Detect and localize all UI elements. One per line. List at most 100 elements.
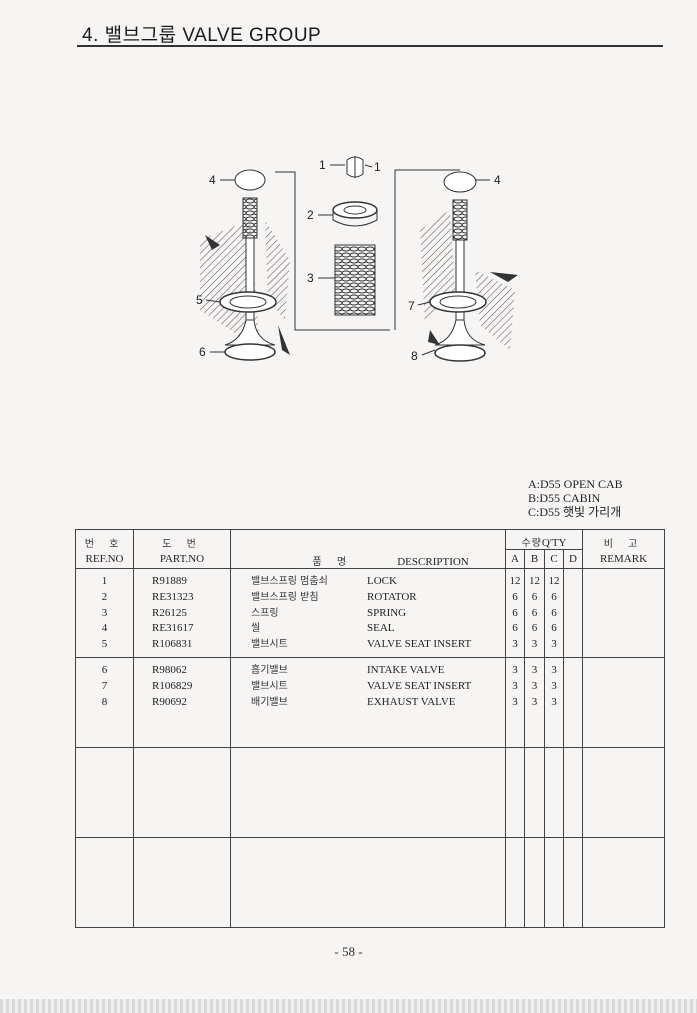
table-row: 흡기밸브 INTAKE VALVE: [231, 663, 505, 679]
header-qty-en: Q'TY: [541, 537, 567, 549]
cell-part: R91889: [152, 575, 187, 587]
cell-ref: 5: [101, 638, 108, 651]
cell-ref: 3: [101, 606, 108, 619]
cell-b: 12: [529, 575, 540, 587]
intake-valve-assembly: [200, 169, 290, 361]
cell-description: VALVE SEAT INSERT: [367, 679, 472, 692]
cell-a: 3: [512, 695, 518, 708]
header-qty-ko: 수량: [521, 538, 542, 549]
callout-2: 2: [307, 208, 314, 222]
cell-description: ROTATOR: [367, 590, 417, 603]
header-ref-ko: 번 호: [75, 529, 134, 550]
header-name-ko: 품 명: [312, 557, 353, 568]
cell-c: 3: [551, 664, 557, 676]
table-row: [583, 574, 664, 590]
cell-part: RE31323: [152, 590, 194, 603]
cell-part: R26125: [152, 606, 187, 619]
cell-b: 6: [531, 622, 538, 635]
callout-3: 3: [307, 271, 314, 285]
cell-part: R98062: [152, 664, 187, 676]
cell-d: [564, 679, 582, 695]
header-qty-b: B: [524, 549, 545, 569]
cell-ref: 4: [101, 622, 108, 635]
table-row: [583, 621, 664, 637]
cell-description: LOCK: [367, 575, 397, 587]
cell-description: INTAKE VALVE: [367, 664, 445, 676]
cell-c: 3: [551, 679, 557, 692]
table-row: 스프링 SPRING: [231, 606, 505, 622]
cell-name-ko: 밸브시트: [251, 639, 288, 651]
cell-name-ko: 흡기밸브: [251, 665, 288, 676]
page-title: 4. 밸브그룹 VALVE GROUP: [82, 25, 322, 46]
cell-d: [564, 637, 582, 653]
title-rule: [77, 45, 663, 47]
cell-ref: 2: [101, 590, 108, 603]
cell-c: 3: [551, 638, 557, 651]
table-row: [583, 663, 664, 679]
cell-name-ko: 배기밸브: [251, 696, 288, 708]
cell-a: 3: [512, 638, 518, 651]
table-row: [583, 590, 664, 606]
callout-leaders: [205, 164, 490, 356]
cell-ref: 1: [101, 575, 108, 587]
callout-4-left: 4: [209, 173, 216, 187]
cell-d: [564, 695, 582, 711]
cell-c: 6: [551, 622, 557, 635]
cell-a: 3: [512, 664, 518, 676]
header-part-en: PART.NO: [133, 549, 231, 569]
cell-description: SPRING: [367, 606, 407, 619]
cell-part: R90692: [152, 695, 187, 708]
header-ref-en: REF.NO: [75, 549, 134, 569]
cell-name-ko: 씰: [251, 623, 261, 635]
cell-b: 3: [531, 695, 538, 708]
cell-b: 6: [531, 606, 538, 619]
cell-description: VALVE SEAT INSERT: [367, 638, 472, 651]
cell-a: 6: [512, 590, 518, 603]
cell-ref: 6: [101, 664, 108, 676]
callout-8: 8: [411, 349, 418, 363]
cell-ref: 8: [101, 695, 108, 708]
scan-edge: [0, 999, 697, 1013]
table-row: [583, 606, 664, 622]
cell-a: 6: [512, 606, 518, 619]
header-qty-d: D: [563, 549, 583, 569]
header-qty: 수량Q'TY: [505, 529, 583, 550]
legend-c: C:D55 햇빛 가리개: [528, 505, 622, 519]
table-row: [583, 679, 664, 695]
cell-a: 6: [512, 622, 518, 635]
cell-a: 12: [509, 575, 521, 587]
cell-a: 3: [512, 679, 518, 692]
table-row: [583, 695, 664, 711]
cell-description: SEAL: [367, 622, 395, 635]
cell-b: 6: [531, 590, 538, 603]
valve-exploded-diagram: 4 1 1 2 3 4 5 6 7 8: [196, 156, 518, 363]
cell-d: [564, 606, 582, 622]
cell-name-ko: 스프링: [251, 607, 279, 619]
cell-ref: 7: [101, 679, 108, 692]
cell-name-ko: 밸브시트: [251, 680, 288, 692]
table-row: 밸브시트 VALVE SEAT INSERT: [231, 637, 505, 653]
header-qty-c: C: [544, 549, 564, 569]
table-row: 씰 SEAL: [231, 621, 505, 637]
legend-b: B:D55 CABIN: [528, 491, 601, 505]
callout-7: 7: [408, 299, 415, 313]
cell-d: [564, 621, 582, 637]
leader-box-right: [394, 169, 460, 330]
cell-c: 12: [548, 575, 560, 587]
cell-b: 3: [531, 664, 538, 676]
cell-part: RE31617: [152, 622, 194, 635]
callout-1-left: 1: [319, 158, 326, 172]
page-number: - 58 -: [334, 944, 363, 959]
model-legend: A:D55 OPEN CAB B:D55 CABIN C:D55 햇빛 가리개: [528, 477, 623, 519]
legend-a: A:D55 OPEN CAB: [528, 477, 623, 491]
table-row: 밸브스프링 받침 ROTATOR: [231, 590, 505, 606]
cell-d: [564, 663, 582, 679]
cell-name-ko: 밸브스프링 받침: [251, 591, 319, 603]
cell-d: [564, 590, 582, 606]
header-part-ko: 도 번: [133, 529, 231, 550]
cell-b: 3: [531, 679, 538, 692]
